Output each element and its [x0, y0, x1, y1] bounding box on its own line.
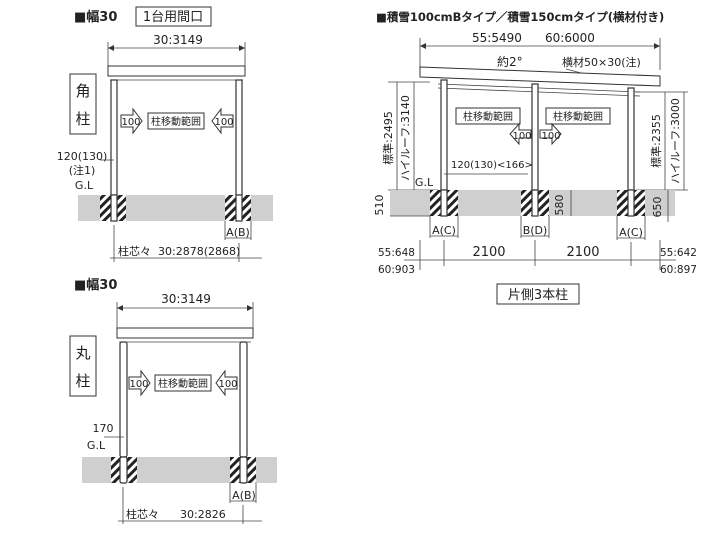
move-range-label: 柱移動範囲 — [158, 377, 208, 390]
roof-panel — [107, 65, 246, 77]
right-edge-right-2: 60:897 — [660, 264, 697, 276]
bottom-left-foot-label: A(B) — [232, 489, 256, 502]
post-right-buried — [239, 456, 248, 484]
post-middle — [531, 83, 539, 191]
post-left-buried — [110, 194, 118, 222]
top-left-badge-frame — [135, 6, 212, 27]
post-left — [119, 341, 128, 458]
move-range-frame-right — [545, 107, 611, 125]
move-left-value: 100 — [121, 117, 140, 128]
right-left-height-1: 標準:2495 — [381, 111, 395, 165]
top-left-title: ■幅30 — [74, 9, 117, 25]
post-type-frame — [69, 73, 97, 135]
post-right-buried — [627, 189, 635, 217]
bottom-left-gl: G.L — [87, 439, 106, 452]
caption-frame — [496, 283, 580, 305]
move-left-value: 100 — [129, 379, 148, 390]
post-type-char-2: 柱 — [75, 110, 90, 128]
right-right-height-1: 標準:2355 — [649, 114, 663, 168]
right-title: ■積雪100cmBタイプ／積雪150cmタイプ(横材付き) — [376, 10, 664, 24]
right-foot-left: A(C) — [432, 224, 456, 237]
post-left — [440, 79, 448, 191]
roof-panel — [419, 66, 661, 87]
right-right-height-2: ハイルーフ:3000 — [669, 98, 682, 184]
post-left — [110, 79, 118, 196]
move-range-frame — [154, 374, 212, 392]
post-left-buried — [440, 189, 448, 217]
top-left-gl: G.L — [75, 179, 94, 192]
right-width-dim-2: 60:6000 — [545, 31, 595, 45]
outline-arrow-icon — [128, 369, 151, 397]
right-edge-left-2: 60:903 — [378, 264, 415, 276]
top-left-span-label: 柱芯々 — [118, 244, 151, 258]
move-range-frame — [147, 112, 205, 130]
right-span-left: 2100 — [472, 245, 505, 260]
top-left-note: (注1) — [69, 163, 96, 177]
post-right — [239, 341, 248, 458]
post-right-buried — [235, 194, 243, 222]
right-gl: G.L — [415, 176, 434, 189]
right-beam-note: 横材50×30(注) — [562, 55, 641, 69]
post-right — [627, 87, 635, 191]
right-width-dim-1: 55:5490 — [472, 31, 522, 45]
post-middle-buried — [531, 189, 539, 217]
post-left-buried — [119, 456, 128, 484]
post-type-frame — [69, 335, 97, 397]
outline-arrow-icon — [211, 107, 234, 135]
right-edge-left-1: 55:648 — [378, 247, 415, 259]
right-foot-right: A(C) — [619, 226, 643, 239]
right-caption: 片側3本柱 — [508, 288, 568, 303]
right-depth-right: 650 — [651, 197, 664, 218]
right-foot-mid: B(D) — [523, 224, 548, 237]
move-range-label: 柱移動範囲 — [151, 115, 201, 128]
roof-beam — [437, 83, 641, 93]
post-type-char-1: 角 — [75, 82, 90, 100]
move-right-value: 100 — [218, 379, 237, 390]
post-right — [235, 79, 243, 196]
right-move-value-right: 100 — [541, 131, 560, 142]
bottom-left-title: ■幅30 — [74, 277, 117, 293]
top-left-diagram: ■幅30 1台用間口 30:3149 角 柱 100 柱移動範囲 100 120… — [57, 6, 273, 262]
post-type-char-1: 丸 — [75, 344, 90, 362]
right-edge-right-1: 55:642 — [660, 247, 697, 259]
right-left-height-2: ハイルーフ:3140 — [399, 95, 412, 181]
right-depth-mid: 580 — [553, 195, 566, 216]
outline-arrow-icon — [120, 107, 143, 135]
right-move-range-left: 柱移動範囲 — [463, 110, 513, 123]
move-range-frame-left — [455, 107, 521, 125]
right-move-value-left: 100 — [512, 131, 531, 142]
right-angle: 約2° — [497, 54, 523, 69]
roof-panel — [116, 327, 254, 339]
right-depth-left: 510 — [373, 195, 386, 216]
move-right-value: 100 — [214, 117, 233, 128]
bottom-left-span-label: 柱芯々 — [126, 507, 159, 521]
outline-arrow-icon — [215, 369, 238, 397]
top-left-badge: 1台用間口 — [143, 10, 203, 25]
roof-beam-lower — [437, 87, 641, 97]
right-left-post-dim: 120(130)<166> — [451, 160, 533, 171]
right-diagram: ■積雪100cmBタイプ／積雪150cmタイプ(横材付き) 55:5490 60… — [373, 10, 697, 305]
bottom-left-width-dim: 30:3149 — [161, 292, 211, 306]
top-left-height-dim: 120(130) — [57, 150, 108, 163]
outline-arrow-icon — [509, 122, 532, 146]
post-type-char-2: 柱 — [75, 372, 90, 390]
right-span-right: 2100 — [566, 245, 599, 260]
outline-arrow-icon — [539, 122, 562, 146]
right-move-range-right: 柱移動範囲 — [553, 110, 603, 123]
bottom-left-span-value: 30:2826 — [180, 508, 226, 521]
top-left-foot-label: A(B) — [226, 226, 250, 239]
top-left-span-value: 30:2878(2868) — [158, 245, 240, 258]
bottom-left-height-dim: 170 — [93, 422, 114, 435]
top-left-width-dim: 30:3149 — [153, 33, 203, 47]
bottom-left-diagram: ■幅30 30:3149 丸 柱 100 柱移動範囲 100 170 G.L A… — [69, 277, 277, 524]
